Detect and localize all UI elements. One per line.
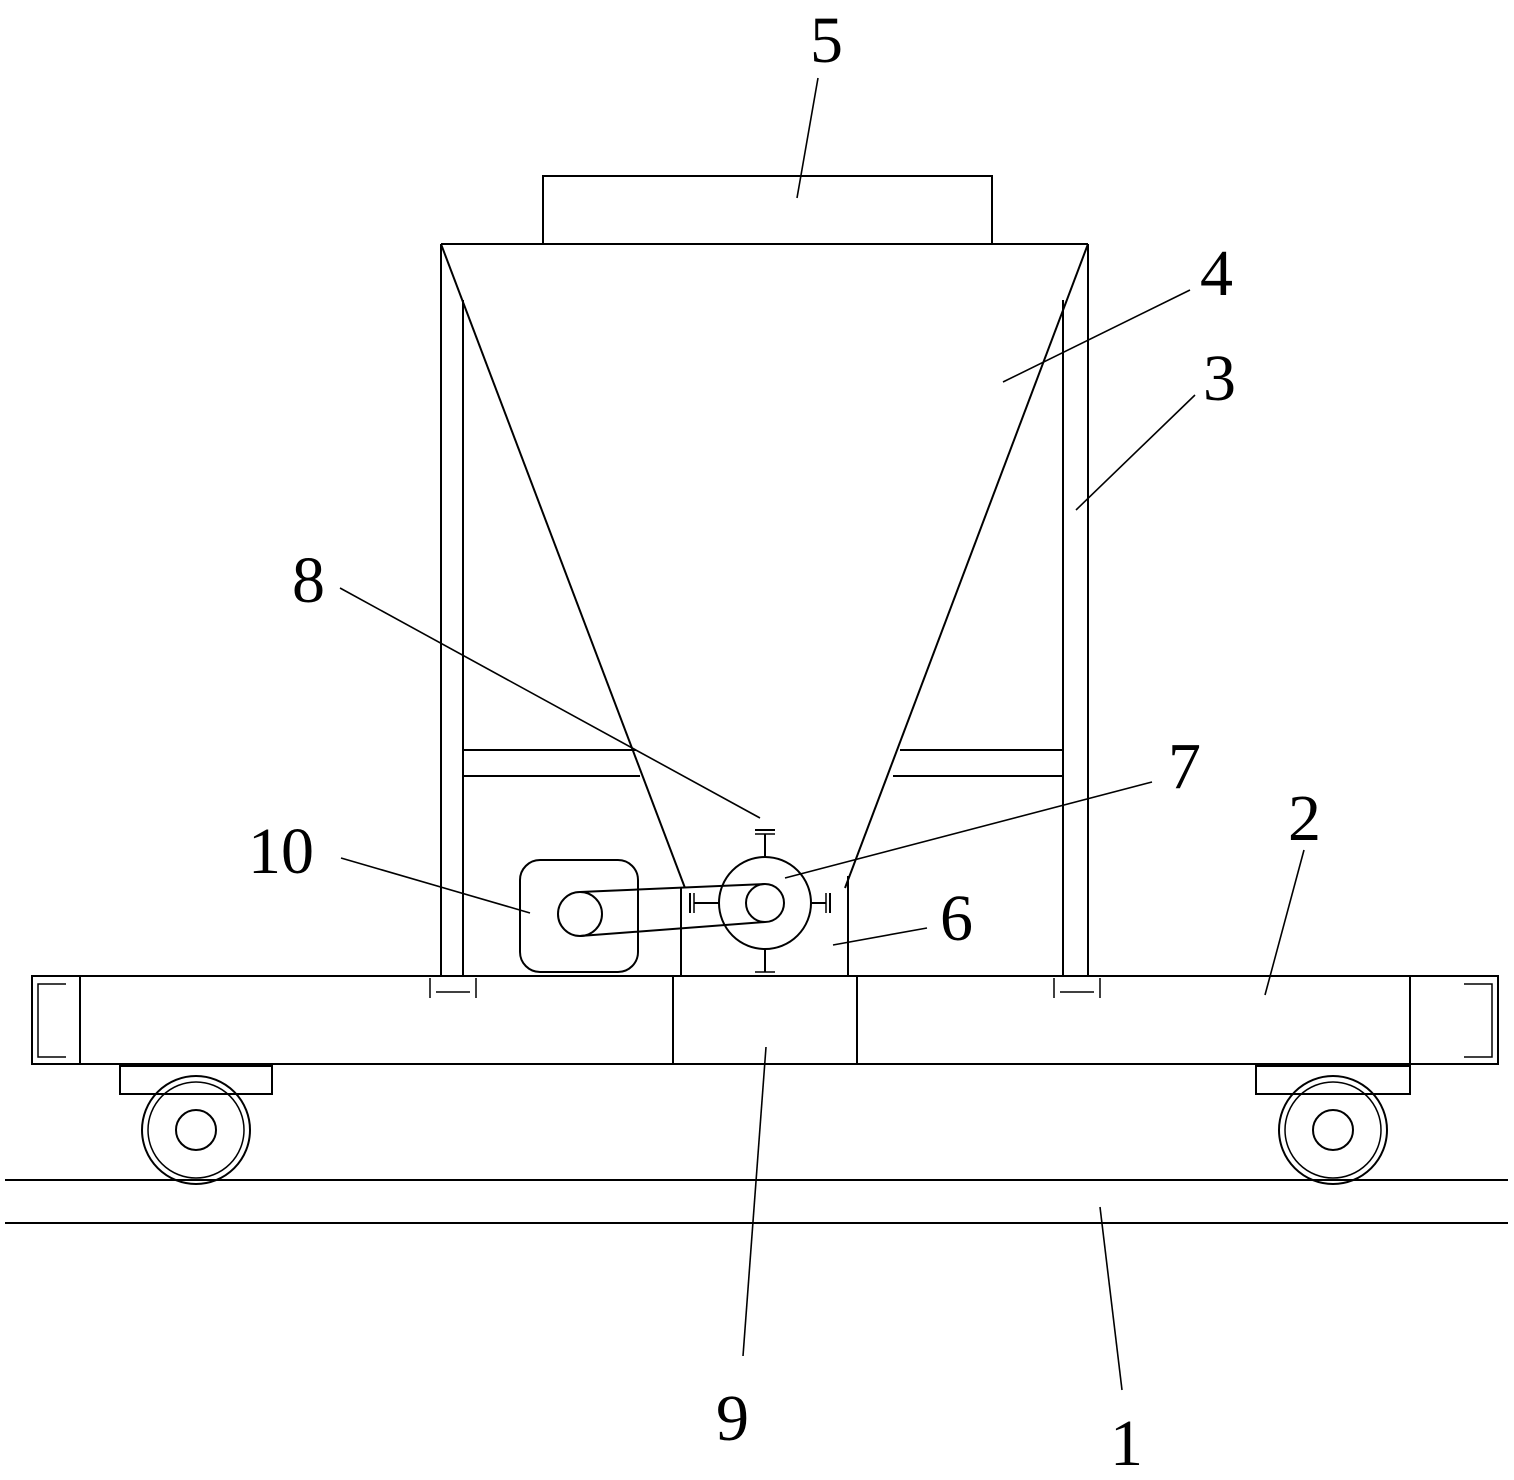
label-4: 4 (1200, 237, 1233, 310)
label-6: 6 (940, 882, 973, 955)
label-10: 10 (248, 815, 314, 888)
star-feeder (689, 829, 831, 977)
rail-track (5, 1179, 1508, 1224)
left-wheel (119, 1065, 273, 1185)
label-7: 7 (1168, 730, 1201, 803)
motor (519, 859, 639, 973)
hopper (440, 243, 1089, 889)
label-2: 2 (1288, 782, 1321, 855)
support-frame (440, 243, 1089, 976)
right-wheel (1255, 1065, 1411, 1185)
label-8: 8 (292, 544, 325, 617)
label-9: 9 (716, 1382, 749, 1455)
hopper-lid (542, 175, 993, 245)
label-1: 1 (1110, 1407, 1143, 1480)
part-labels: 5 4 3 8 7 2 10 6 9 1 (248, 4, 1321, 1480)
belt-drive (579, 883, 766, 937)
label-3: 3 (1203, 342, 1236, 415)
discharge-housing (680, 876, 849, 976)
label-5: 5 (810, 4, 843, 77)
leader-lines (339, 77, 1305, 1391)
